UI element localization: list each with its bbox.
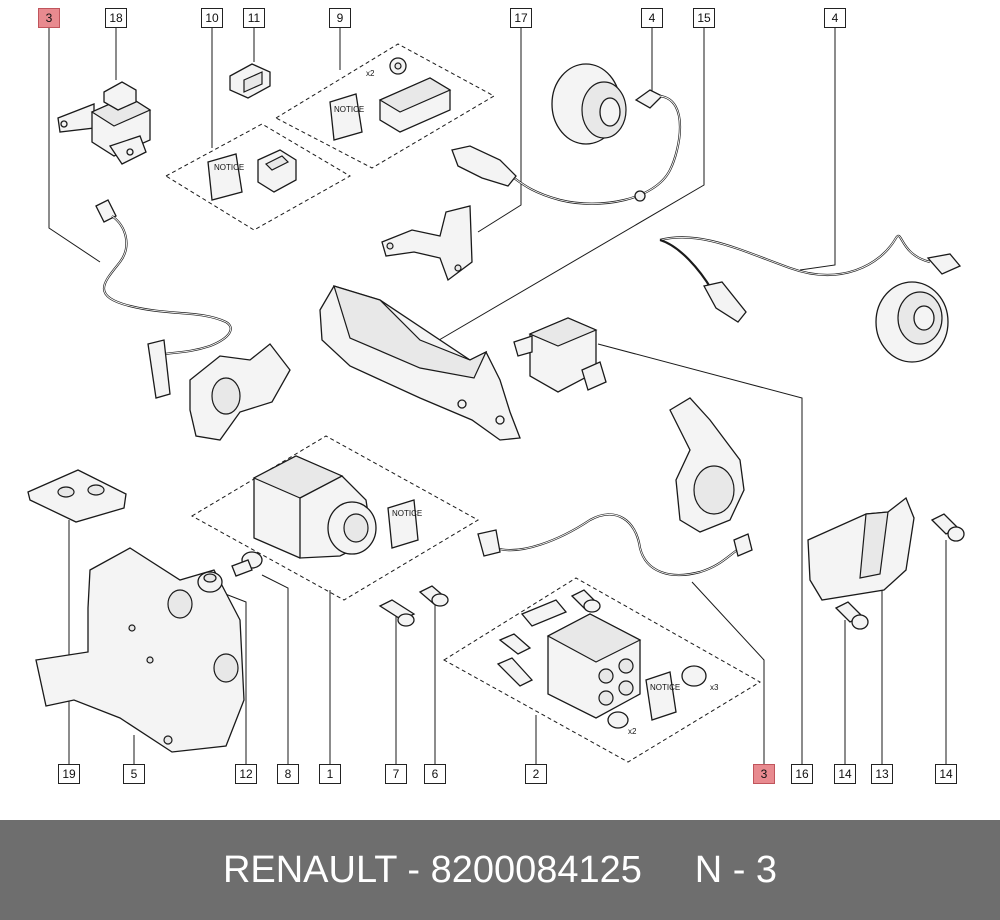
bracket-5 (35, 547, 245, 753)
kit-frames (165, 43, 761, 763)
wheel-sensor-4-top (451, 63, 681, 205)
callout-5[interactable]: 5 (123, 764, 145, 784)
callout-7[interactable]: 7 (385, 764, 407, 784)
callout-9[interactable]: 9 (329, 8, 351, 28)
callout-17[interactable]: 17 (510, 8, 532, 28)
callout-18[interactable]: 18 (105, 8, 127, 28)
qty-x2-kit9: x2 (366, 69, 375, 78)
callout-13[interactable]: 13 (871, 764, 893, 784)
leader-lines (48, 28, 947, 764)
callout-14-a[interactable]: 14 (834, 764, 856, 784)
qty-x2-kit2: x2 (628, 727, 637, 736)
callout-1[interactable]: 1 (319, 764, 341, 784)
kit-2-contents: x3 NOTICE x2 (496, 589, 719, 736)
plate-19 (27, 469, 127, 523)
wheel-sensor-3-left (95, 199, 291, 441)
notice-label-kit9: NOTICE (334, 105, 364, 114)
notice-label-kit1: NOTICE (392, 509, 422, 518)
callout-11[interactable]: 11 (243, 8, 265, 28)
callout-4-top[interactable]: 4 (641, 8, 663, 28)
callout-10[interactable]: 10 (201, 8, 223, 28)
callout-15[interactable]: 15 (693, 8, 715, 28)
bolt-14-a (834, 601, 869, 630)
callout-19[interactable]: 19 (58, 764, 80, 784)
bolt-14-b (930, 513, 965, 542)
callout-12[interactable]: 12 (235, 764, 257, 784)
callout-8[interactable]: 8 (277, 764, 299, 784)
bracket-17 (381, 205, 473, 282)
wheel-sensor-3-right (477, 397, 753, 576)
relay-bracket-18 (57, 81, 152, 165)
qty-x3-kit2: x3 (710, 683, 719, 692)
callout-4-right[interactable]: 4 (824, 8, 846, 28)
footer-part-number: RENAULT - 8200084125 N - 3 (0, 820, 1000, 920)
clip-11 (229, 63, 271, 99)
abs-parts-diagram: NOTICE NOTICE x2 (27, 28, 965, 764)
notice-label-kit2: NOTICE (650, 683, 680, 692)
kit-9-contents: NOTICE x2 (329, 57, 452, 141)
callout-6[interactable]: 6 (424, 764, 446, 784)
kit-1-hydraulic-unit: NOTICE (252, 455, 422, 559)
bolt-7 (378, 599, 416, 627)
ecu-16 (513, 317, 607, 393)
wheel-sensor-4-right (659, 234, 962, 363)
callout-14-b[interactable]: 14 (935, 764, 957, 784)
callout-16[interactable]: 16 (791, 764, 813, 784)
notice-label-kit10: NOTICE (214, 163, 244, 172)
pin-8 (231, 551, 263, 577)
callout-3-top[interactable]: 3 (38, 8, 60, 28)
bracket-15 (319, 285, 521, 441)
mount-12 (197, 571, 223, 593)
callout-3-bottom[interactable]: 3 (753, 764, 775, 784)
shield-13 (807, 496, 915, 601)
kit-10-contents: NOTICE (207, 149, 297, 201)
bolt-6 (418, 585, 449, 607)
callout-2[interactable]: 2 (525, 764, 547, 784)
